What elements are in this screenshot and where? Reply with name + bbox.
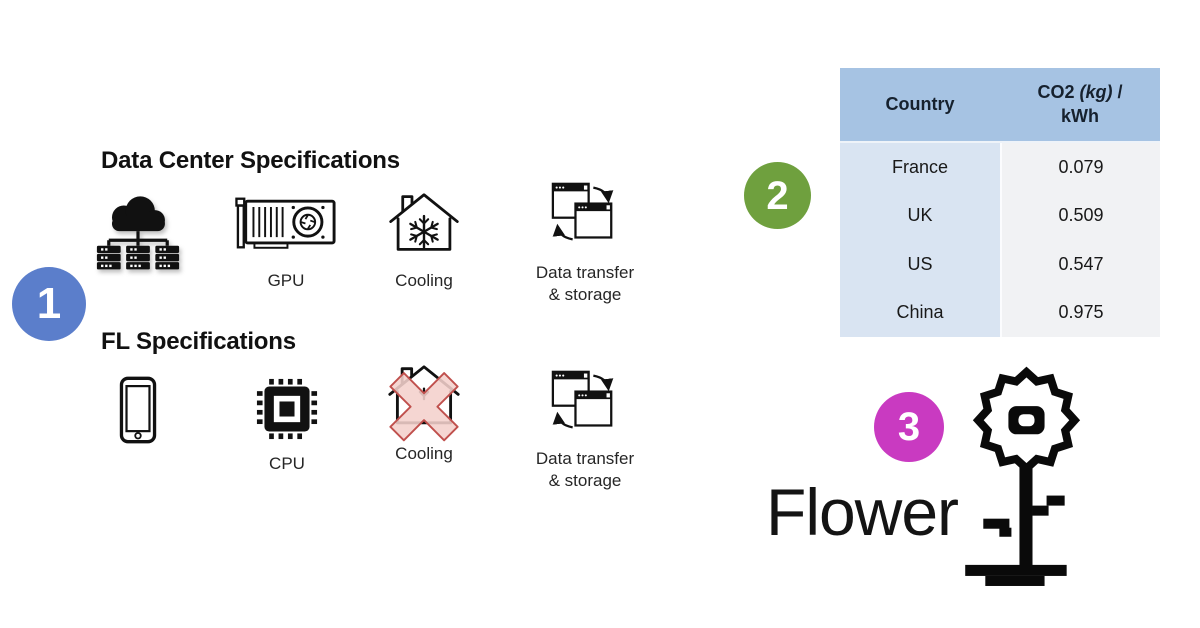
data-transfer-label-datacenter: Data transfer & storage [535,263,635,304]
table-cell-value: 0.509 [1058,205,1104,226]
step-1-number: 1 [36,279,62,328]
table-cell-value: 0.547 [1058,253,1104,274]
step-3-badge: 3 [874,392,944,462]
co2-table: Country CO2 (kg) / kWh France UK US Chin… [840,68,1160,337]
table-cell-country: China [896,302,944,323]
datacenter-specs-title: Data Center Specifications [101,147,400,174]
gpu-label: GPU [267,271,305,290]
co2-table-header-country: Country [885,93,955,114]
flower-logo-icon [962,366,1098,592]
cooling-label-datacenter: Cooling [395,271,453,290]
table-cell-country: US [907,253,933,274]
table-cell-value: 0.079 [1058,156,1104,177]
cooling-label-fl: Cooling [395,444,453,463]
data-transfer-label-fl: Data transfer & storage [535,449,635,490]
co2-table-header: Country CO2 (kg) / kWh [840,68,1160,143]
cpu-icon [256,378,318,440]
table-cell-country: France [891,156,949,177]
cooling-crossed-icon [386,360,462,442]
step-1-badge: 1 [12,267,86,341]
smartphone-icon [117,376,159,444]
flower-brand-name: Flower [766,475,959,549]
cloud-servers-icon [94,190,182,274]
co2-table-header-co2: CO2 (kg) / kWh [1037,82,1123,126]
step-3-number: 3 [897,405,921,449]
data-transfer-icon [551,369,615,433]
step-2-badge: 2 [744,162,811,229]
fl-specs-title: FL Specifications [101,328,296,355]
gpu-icon [235,196,337,251]
cooling-house-icon [387,189,461,256]
cpu-label: CPU [269,454,305,473]
table-cell-value: 0.975 [1058,302,1104,323]
step-2-number: 2 [766,173,789,218]
table-cell-country: UK [907,205,933,226]
data-transfer-icon [551,181,615,245]
